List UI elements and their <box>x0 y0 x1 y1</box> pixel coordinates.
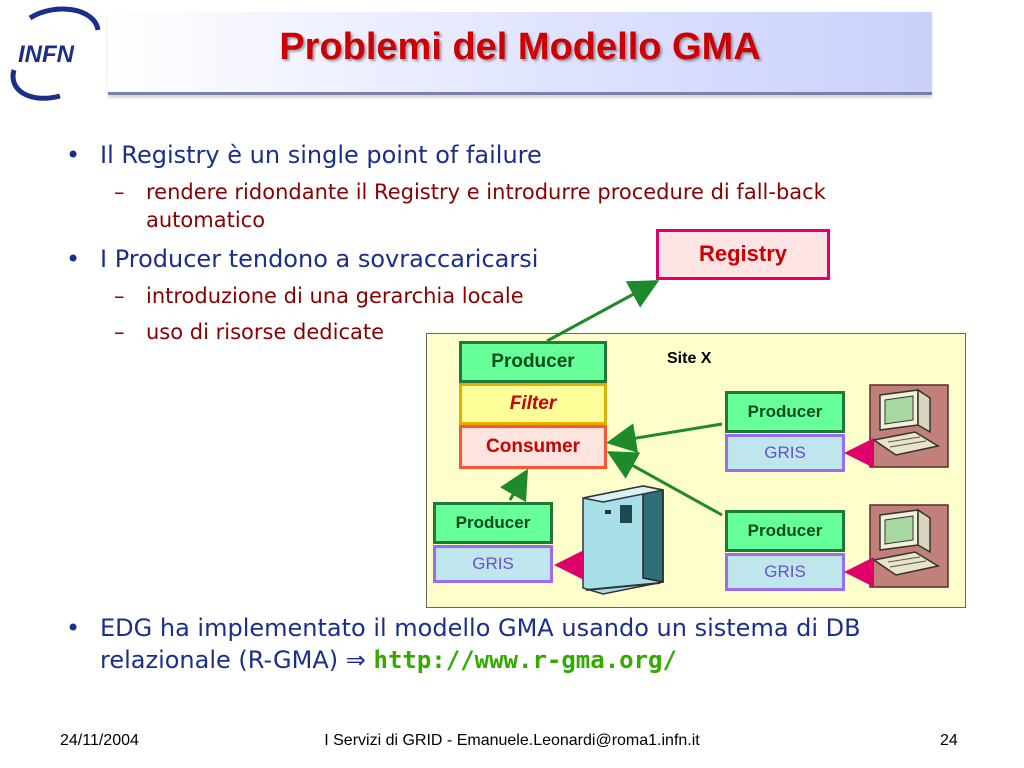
footer-date: 24/11/2004 <box>60 732 139 749</box>
filter-box: Filter <box>459 383 607 425</box>
bullet-1: • Il Registry è un single point of failu… <box>60 140 940 170</box>
sub-bullet-2-2-text: uso di risorse dedicate <box>146 320 385 344</box>
dash-marker: – <box>114 320 125 344</box>
sub-bullet-2-1: – introduzione di una gerarchia locale <box>60 282 940 310</box>
producer-main-box: Producer <box>459 341 607 383</box>
sub-bullet-1-1-cont: automatico <box>60 206 940 234</box>
page-number: 24 <box>940 732 958 749</box>
producer-bottom-left-box: Producer <box>433 502 553 544</box>
bullet-3-line-2-prefix: relazionale (R-GMA) <box>100 646 339 674</box>
bullet-list: • Il Registry è un single point of failu… <box>60 140 940 346</box>
sub-bullet-1-1: – rendere ridondante il Registry e intro… <box>60 178 940 206</box>
bullet-dot: • <box>66 141 81 169</box>
implies-arrow: ⇒ <box>345 646 366 674</box>
arrow-top-producer-to-consumer <box>606 422 723 453</box>
arrow-left-producer-to-consumer <box>500 468 528 503</box>
producer-bottom-right-box: Producer <box>725 510 845 552</box>
sub-bullet-2-1-text: introduzione di una gerarchia locale <box>146 284 524 308</box>
server-tower-icon <box>582 485 664 595</box>
dash-marker: – <box>114 284 125 308</box>
infn-logo: INFN <box>0 0 110 110</box>
logo-text: INFN <box>18 41 75 68</box>
sub-bullet-2-2: – uso di risorse dedicate <box>60 318 940 346</box>
bullet-3-line-1-text: EDG ha implementato il modello GMA usand… <box>100 614 861 642</box>
computer-icon-bottom <box>869 504 949 588</box>
bullet-3-line-1: • EDG ha implementato il modello GMA usa… <box>60 612 960 644</box>
bullet-dot: • <box>66 245 81 273</box>
computer-icon-top <box>869 384 949 468</box>
arrow-producer-to-registry <box>546 280 660 343</box>
title-band: Problemi del Modello GMA <box>108 12 932 95</box>
page-title: Problemi del Modello GMA <box>279 26 761 68</box>
producer-top-right-box: Producer <box>725 391 845 433</box>
dash-marker: – <box>114 180 125 204</box>
rgma-link[interactable]: http://www.r-gma.org/ <box>373 646 677 674</box>
bullet-dot: • <box>66 614 81 642</box>
arrow-bottom-producer-to-consumer <box>606 451 723 517</box>
site-x-label: Site X <box>667 350 712 367</box>
sub-bullet-1-1-cont-text: automatico <box>146 208 266 232</box>
bullet-3: • EDG ha implementato il modello GMA usa… <box>60 612 960 676</box>
bullet-2: • I Producer tendono a sovraccaricarsi <box>60 244 940 274</box>
gris-bottom-left-box: GRIS <box>433 545 553 583</box>
gris-top-right-box: GRIS <box>725 434 845 472</box>
consumer-box: Consumer <box>459 425 607 469</box>
gris-bottom-right-box: GRIS <box>725 553 845 591</box>
footer-center-text: I Servizi di GRID - Emanuele.Leonardi@ro… <box>324 732 700 749</box>
registry-box: Registry <box>656 229 830 280</box>
bullet-1-text: Il Registry è un single point of failure <box>100 141 542 169</box>
bullet-2-text: I Producer tendono a sovraccaricarsi <box>100 245 539 273</box>
bullet-3-line-2: relazionale (R-GMA) ⇒ http://www.r-gma.o… <box>60 644 960 676</box>
sub-bullet-1-1-text: rendere ridondante il Registry e introdu… <box>146 180 826 204</box>
